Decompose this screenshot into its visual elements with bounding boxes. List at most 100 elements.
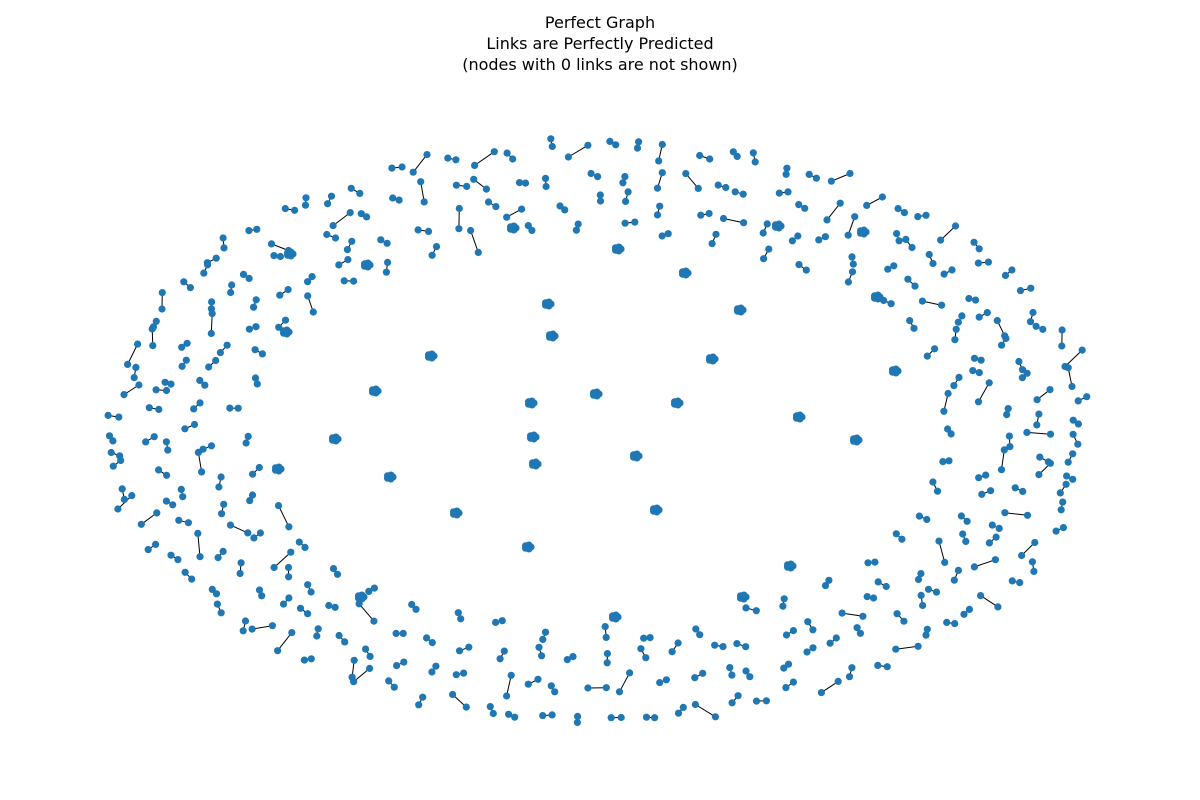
graph-node <box>1000 446 1008 454</box>
graph-node <box>900 617 908 625</box>
graph-node <box>350 656 358 664</box>
graph-node <box>366 652 374 661</box>
graph-node <box>910 324 918 332</box>
graph-node <box>474 248 482 256</box>
graph-node <box>135 381 143 389</box>
graph-node <box>1069 430 1077 438</box>
graph-node <box>385 677 393 685</box>
graph-node <box>960 610 968 618</box>
graph-node <box>183 339 191 347</box>
graph-node <box>978 490 986 498</box>
graph-node <box>603 659 611 667</box>
graph-node <box>388 164 396 172</box>
graph-node <box>347 184 355 192</box>
graph-node <box>607 714 615 722</box>
graph-node <box>917 591 925 600</box>
graph-node <box>226 404 234 412</box>
graph-node <box>551 688 559 696</box>
graph-node <box>958 312 966 320</box>
graph-node <box>471 161 479 169</box>
graph-node <box>548 142 556 151</box>
graph-node <box>893 610 901 618</box>
graph-node <box>954 566 963 575</box>
graph-node <box>948 266 956 274</box>
graph-node <box>220 244 228 252</box>
graph-node <box>624 188 632 196</box>
graph-node <box>918 297 927 305</box>
graph-node <box>203 259 211 267</box>
graph-node <box>518 205 526 213</box>
graph-node <box>377 236 385 244</box>
graph-node <box>237 559 245 567</box>
graph-node <box>525 541 533 549</box>
graph-node <box>1078 346 1086 354</box>
graph-node <box>295 538 303 546</box>
graph-node <box>1046 459 1054 467</box>
chart-title: Perfect Graph Links are Perfectly Predic… <box>0 12 1200 75</box>
graph-node <box>887 300 895 308</box>
graph-node <box>719 643 727 651</box>
graph-node <box>252 296 260 304</box>
graph-node <box>542 182 550 191</box>
graph-node <box>258 350 266 358</box>
graph-node <box>914 575 923 584</box>
graph-node <box>882 582 890 591</box>
graph-node <box>158 305 166 313</box>
graph-node <box>709 353 717 361</box>
graph-node <box>1032 322 1040 330</box>
graph-node <box>765 245 773 253</box>
graph-node <box>621 173 629 181</box>
graph-node <box>804 618 812 626</box>
graph-node <box>682 267 690 275</box>
graph-node <box>549 330 557 338</box>
graph-node <box>1015 357 1023 366</box>
graph-node <box>574 220 582 228</box>
graph-node <box>601 623 609 631</box>
graph-node <box>505 710 513 718</box>
graph-node <box>503 149 511 157</box>
graph-node <box>834 677 842 686</box>
graph-node <box>1001 509 1009 517</box>
graph-node <box>975 245 983 253</box>
graph-node <box>975 474 983 482</box>
graph-node <box>938 301 946 309</box>
graph-node <box>849 260 857 268</box>
graph-node <box>245 274 253 282</box>
graph-node <box>358 591 366 599</box>
graph-node <box>177 485 185 493</box>
graph-node <box>635 138 643 146</box>
graph-node <box>274 647 282 655</box>
graph-node <box>812 174 821 182</box>
graph-node <box>762 697 771 705</box>
graph-node <box>343 246 351 254</box>
graph-node <box>333 570 342 578</box>
graph-node <box>815 236 823 244</box>
graph-node <box>417 178 425 186</box>
graph-node <box>1083 393 1091 401</box>
graph-node <box>892 365 900 373</box>
graph-node <box>462 703 470 711</box>
graph-node <box>995 524 1003 533</box>
graph-edge <box>278 505 290 528</box>
graph-node <box>802 266 810 274</box>
graph-node <box>521 179 530 187</box>
graph-node <box>965 605 974 614</box>
graph-node <box>619 179 627 187</box>
graph-node <box>622 197 630 205</box>
graph-node <box>245 325 253 333</box>
graph-node <box>1004 405 1012 413</box>
graph-node <box>255 586 264 594</box>
graph-node <box>167 380 175 388</box>
graph-node <box>991 556 1000 564</box>
graph-edge <box>277 632 293 652</box>
graph-node <box>482 185 490 193</box>
graph-node <box>653 211 662 219</box>
graph-node <box>1035 471 1043 479</box>
graph-node <box>220 500 228 508</box>
graph-node <box>452 156 460 164</box>
graph-node <box>656 202 664 210</box>
graph-node <box>398 163 406 171</box>
graph-node <box>304 292 312 300</box>
graph-node <box>547 682 555 690</box>
